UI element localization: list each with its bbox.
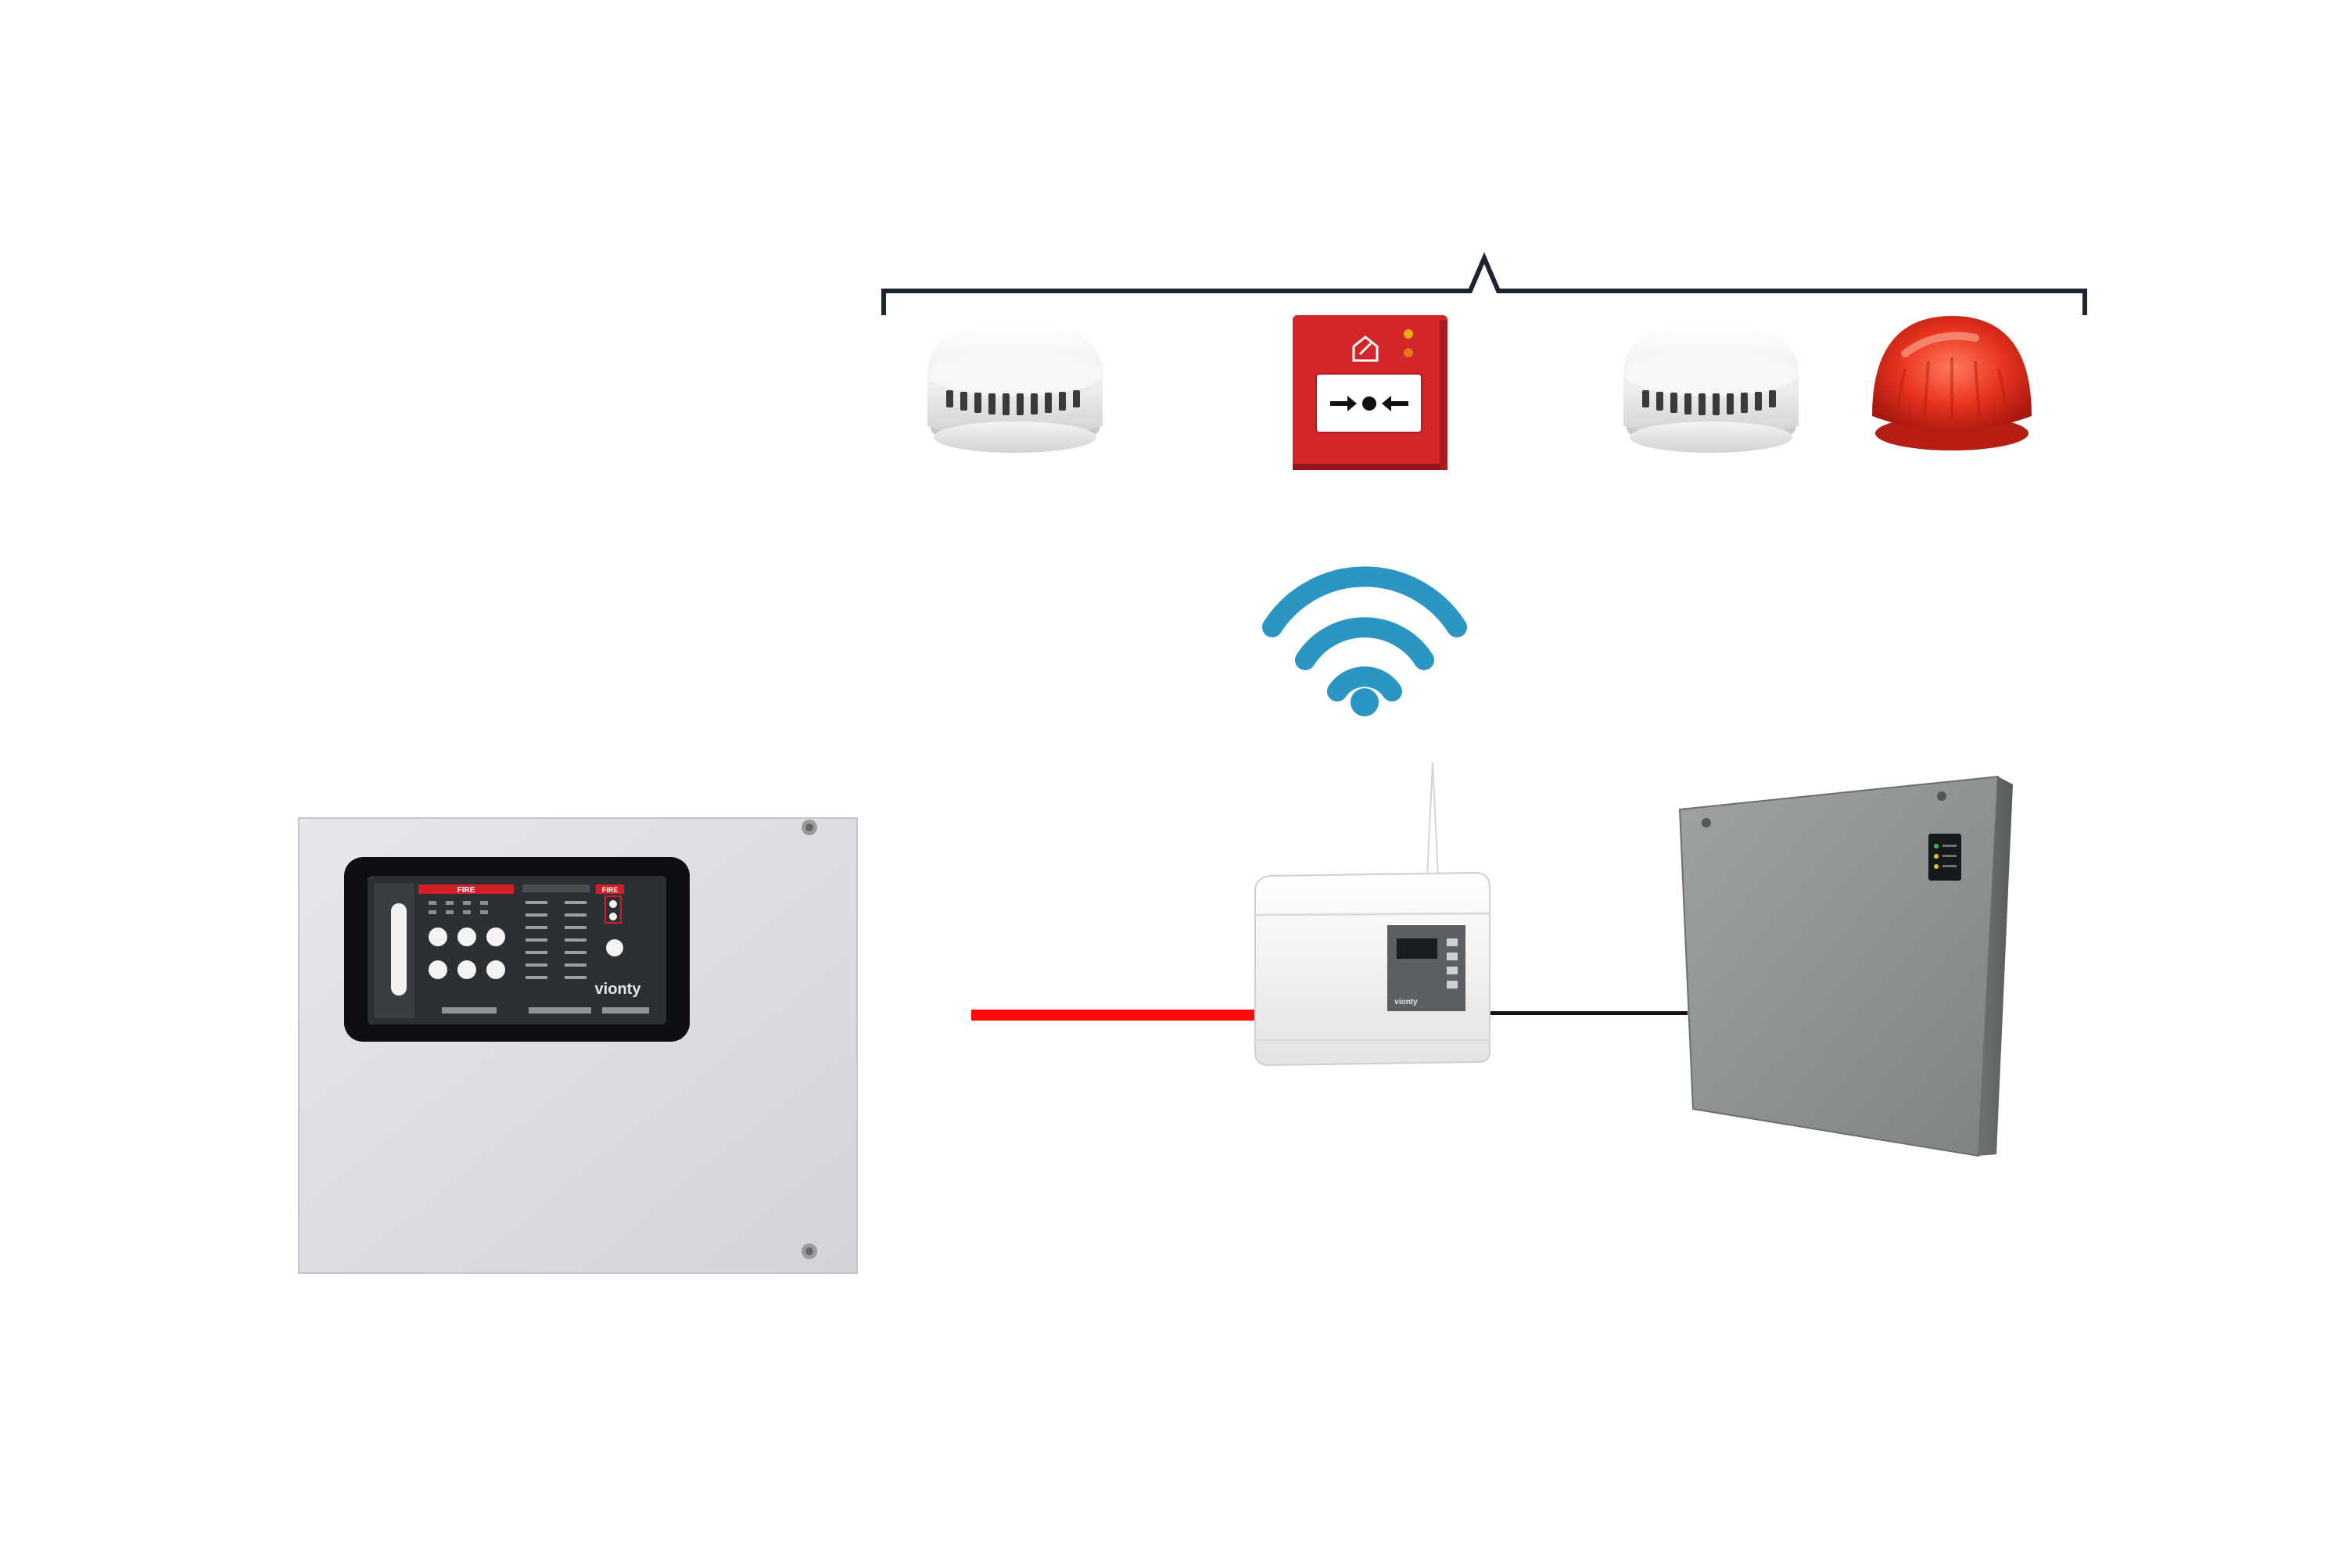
- wireless-translator: vionty: [1254, 762, 1490, 1067]
- panel-button[interactable]: [429, 960, 447, 979]
- sounder-beacon-icon: [1872, 316, 2032, 450]
- smoke-detector-icon: [927, 322, 1103, 453]
- power-supply-unit: [1678, 775, 2013, 1157]
- antenna: [1426, 762, 1440, 878]
- panel-button[interactable]: [429, 928, 447, 946]
- control-panel: FIRE FIRE v: [298, 817, 858, 1274]
- zone-indicators: [429, 901, 488, 914]
- wired-link-red: [971, 1010, 1257, 1021]
- wired-link-black: [1490, 1011, 1688, 1015]
- panel-button[interactable]: [606, 939, 623, 956]
- fire-indicator-label-left: FIRE: [457, 886, 475, 895]
- panel-brand-logo: vionty: [595, 981, 642, 998]
- panel-button[interactable]: [486, 960, 505, 979]
- panel-button[interactable]: [486, 928, 505, 946]
- panel-buttons: [429, 928, 623, 979]
- manual-call-point-icon: [1293, 315, 1447, 470]
- smoke-detector-icon: [1623, 322, 1799, 453]
- translator-brand-logo: vionty: [1394, 998, 1418, 1006]
- panel-display: [368, 876, 666, 1024]
- panel-button[interactable]: [457, 928, 476, 946]
- wifi-icon: [1262, 566, 1467, 716]
- panel-button[interactable]: [457, 960, 476, 979]
- device-group-bracket: [881, 252, 2087, 315]
- fire-indicator-label-right: FIRE: [602, 886, 619, 894]
- status-led-list: [526, 901, 586, 979]
